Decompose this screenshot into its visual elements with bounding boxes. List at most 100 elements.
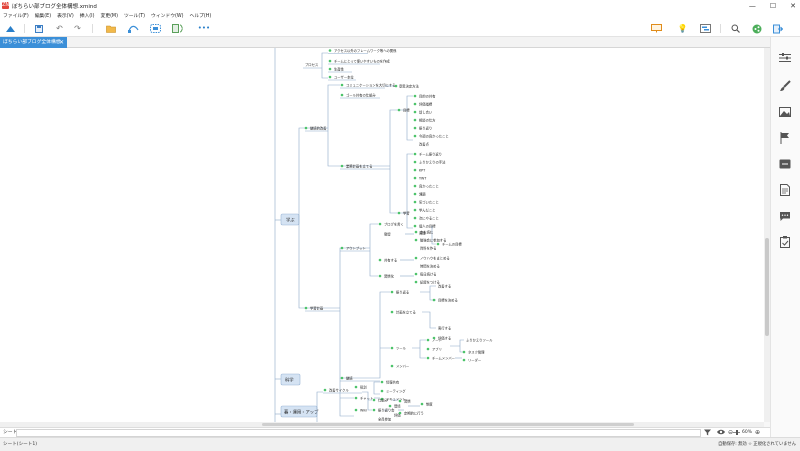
mm-node[interactable]: 次にやること: [413, 216, 439, 221]
sheet-strip[interactable]: [16, 429, 701, 437]
lightbulb-icon[interactable]: 💡: [677, 24, 688, 33]
flag-icon[interactable]: [778, 131, 792, 145]
mm-node[interactable]: 継続: [340, 376, 380, 382]
undo-icon[interactable]: ↶: [56, 24, 63, 33]
zoom-slider-knob[interactable]: [736, 430, 738, 435]
mm-node[interactable]: 学習: [397, 211, 410, 216]
mm-node[interactable]: アウトプット: [340, 246, 370, 252]
mm-node[interactable]: タスク管理: [462, 350, 485, 355]
horizontal-scrollbar[interactable]: [0, 422, 764, 427]
image-icon[interactable]: [778, 105, 792, 119]
mm-node[interactable]: 課題: [413, 192, 427, 197]
vertical-scroll-thumb[interactable]: [765, 238, 769, 336]
search-icon[interactable]: [730, 23, 741, 34]
menu-view[interactable]: 表示(V): [57, 14, 74, 19]
mm-node[interactable]: 改善点: [419, 142, 430, 147]
tag-icon[interactable]: [778, 157, 792, 171]
eye-icon[interactable]: [717, 429, 725, 438]
mm-node[interactable]: リーダー: [462, 358, 481, 363]
folder-icon[interactable]: [105, 23, 116, 34]
mm-node[interactable]: 共有する: [378, 258, 397, 263]
format-icon[interactable]: [778, 51, 792, 65]
mm-node[interactable]: 役割: [354, 385, 368, 390]
boundary-icon[interactable]: [150, 23, 161, 34]
sheet-tab[interactable]: シート1: [3, 430, 21, 435]
mm-node[interactable]: 良かったこと: [413, 184, 439, 189]
mm-node[interactable]: 定期的に行う: [398, 411, 424, 416]
home-icon[interactable]: [5, 23, 16, 34]
presentation-icon[interactable]: [651, 23, 662, 34]
redo-icon[interactable]: ↷: [74, 24, 81, 33]
mm-node[interactable]: 継続的改善: [304, 126, 328, 132]
horizontal-scroll-thumb[interactable]: [262, 423, 634, 426]
mm-node[interactable]: コミュニケーションを大切にする: [340, 83, 395, 89]
mm-node[interactable]: チームにとって使いやすいものを作成: [328, 59, 390, 65]
task-icon[interactable]: [778, 235, 792, 249]
brush-icon[interactable]: [778, 79, 792, 93]
mm-node[interactable]: チームメンバー: [426, 356, 455, 361]
mm-node[interactable]: チームの目標: [436, 242, 463, 247]
mm-node[interactable]: 学習計画: [304, 306, 340, 312]
mm-node[interactable]: ミーティング: [380, 389, 407, 394]
mm-node[interactable]: 目標を決める: [432, 298, 458, 303]
mm-node[interactable]: ドキュメント: [380, 398, 406, 402]
main-topic-kagaku[interactable]: 科学: [280, 373, 301, 386]
mm-node[interactable]: 制度: [420, 402, 434, 407]
mm-node[interactable]: 振り返る: [390, 290, 409, 295]
zoom-out-icon[interactable]: ⊖: [728, 429, 734, 436]
note-icon[interactable]: [778, 183, 792, 197]
filter-icon[interactable]: [704, 429, 711, 439]
mm-node[interactable]: Wiki: [354, 409, 367, 413]
mm-node[interactable]: 評価: [394, 413, 401, 418]
save-icon[interactable]: [33, 23, 44, 34]
mm-node[interactable]: 実行する: [438, 326, 451, 331]
more-icon[interactable]: •••: [197, 24, 211, 32]
zoom-in-icon[interactable]: ⊕: [755, 429, 761, 436]
mm-node[interactable]: チーム振り返り: [413, 152, 442, 157]
mm-node[interactable]: ノート: [426, 339, 442, 343]
mm-node[interactable]: 情報共有: [380, 380, 400, 385]
mm-node[interactable]: 改善サイクル: [323, 388, 362, 394]
mm-node[interactable]: 仕組み: [372, 398, 389, 403]
tab-close-icon[interactable]: ✕: [58, 39, 64, 46]
maximize-button[interactable]: ☐: [769, 1, 777, 10]
mm-node[interactable]: 話し合い: [413, 110, 433, 115]
mm-node[interactable]: KPT: [413, 169, 426, 173]
mm-node[interactable]: 計画を立てる: [390, 310, 416, 315]
mm-node[interactable]: ふりかえりツール: [466, 338, 493, 343]
mm-node[interactable]: 振り返り会: [372, 408, 395, 413]
main-topic-manabu[interactable]: 学ぶ: [280, 213, 300, 226]
menu-tools[interactable]: ツール(T): [123, 14, 146, 19]
mm-node[interactable]: ノウハウをまとめる: [414, 256, 450, 261]
mm-node[interactable]: 資料を作る: [420, 246, 436, 251]
mm-node[interactable]: 今週の良かったこと: [413, 134, 449, 139]
mm-node[interactable]: 習慣化: [378, 274, 395, 279]
menu-insert[interactable]: 挿入(I): [79, 14, 95, 19]
mm-node[interactable]: 学んだこと: [413, 208, 436, 213]
mm-node[interactable]: 個人の目標: [413, 224, 436, 229]
mm-node[interactable]: 生産性: [328, 67, 352, 73]
mm-node[interactable]: 振り返り: [413, 126, 432, 131]
mm-node[interactable]: アクセス以外のフレームワーク等への関係: [328, 48, 397, 54]
mm-node[interactable]: 環境: [388, 404, 402, 409]
main-topic-operation[interactable]: 暮・運用・アップ: [280, 405, 319, 418]
mm-node[interactable]: 記録をつける: [414, 280, 440, 285]
menu-window[interactable]: ウィンドウ(W): [151, 14, 184, 19]
menu-modify[interactable]: 変更(M): [100, 14, 118, 19]
mm-node[interactable]: YWT: [413, 177, 428, 181]
mm-node[interactable]: 習慣: [398, 399, 412, 404]
document-tab[interactable]: ぼちらい部ブログ全体構想 ✕: [0, 37, 67, 48]
mm-node[interactable]: 評価する: [432, 336, 451, 341]
mm-node[interactable]: 改善する: [438, 284, 451, 289]
vertical-scrollbar[interactable]: [764, 48, 770, 422]
mm-node[interactable]: 意思決定方法: [394, 84, 420, 89]
mm-node[interactable]: メンバー: [390, 365, 409, 369]
menu-edit[interactable]: 編集(E): [34, 14, 52, 19]
gantt-icon[interactable]: [700, 23, 711, 34]
mm-node[interactable]: アプリ: [426, 347, 442, 352]
mm-node[interactable]: ブログを書く: [378, 222, 404, 227]
export-icon[interactable]: [772, 23, 783, 34]
mm-node[interactable]: 時間を決める: [420, 264, 440, 269]
mm-node[interactable]: 登壇: [384, 232, 391, 237]
mm-node[interactable]: ふりかえりの手法: [413, 160, 446, 165]
